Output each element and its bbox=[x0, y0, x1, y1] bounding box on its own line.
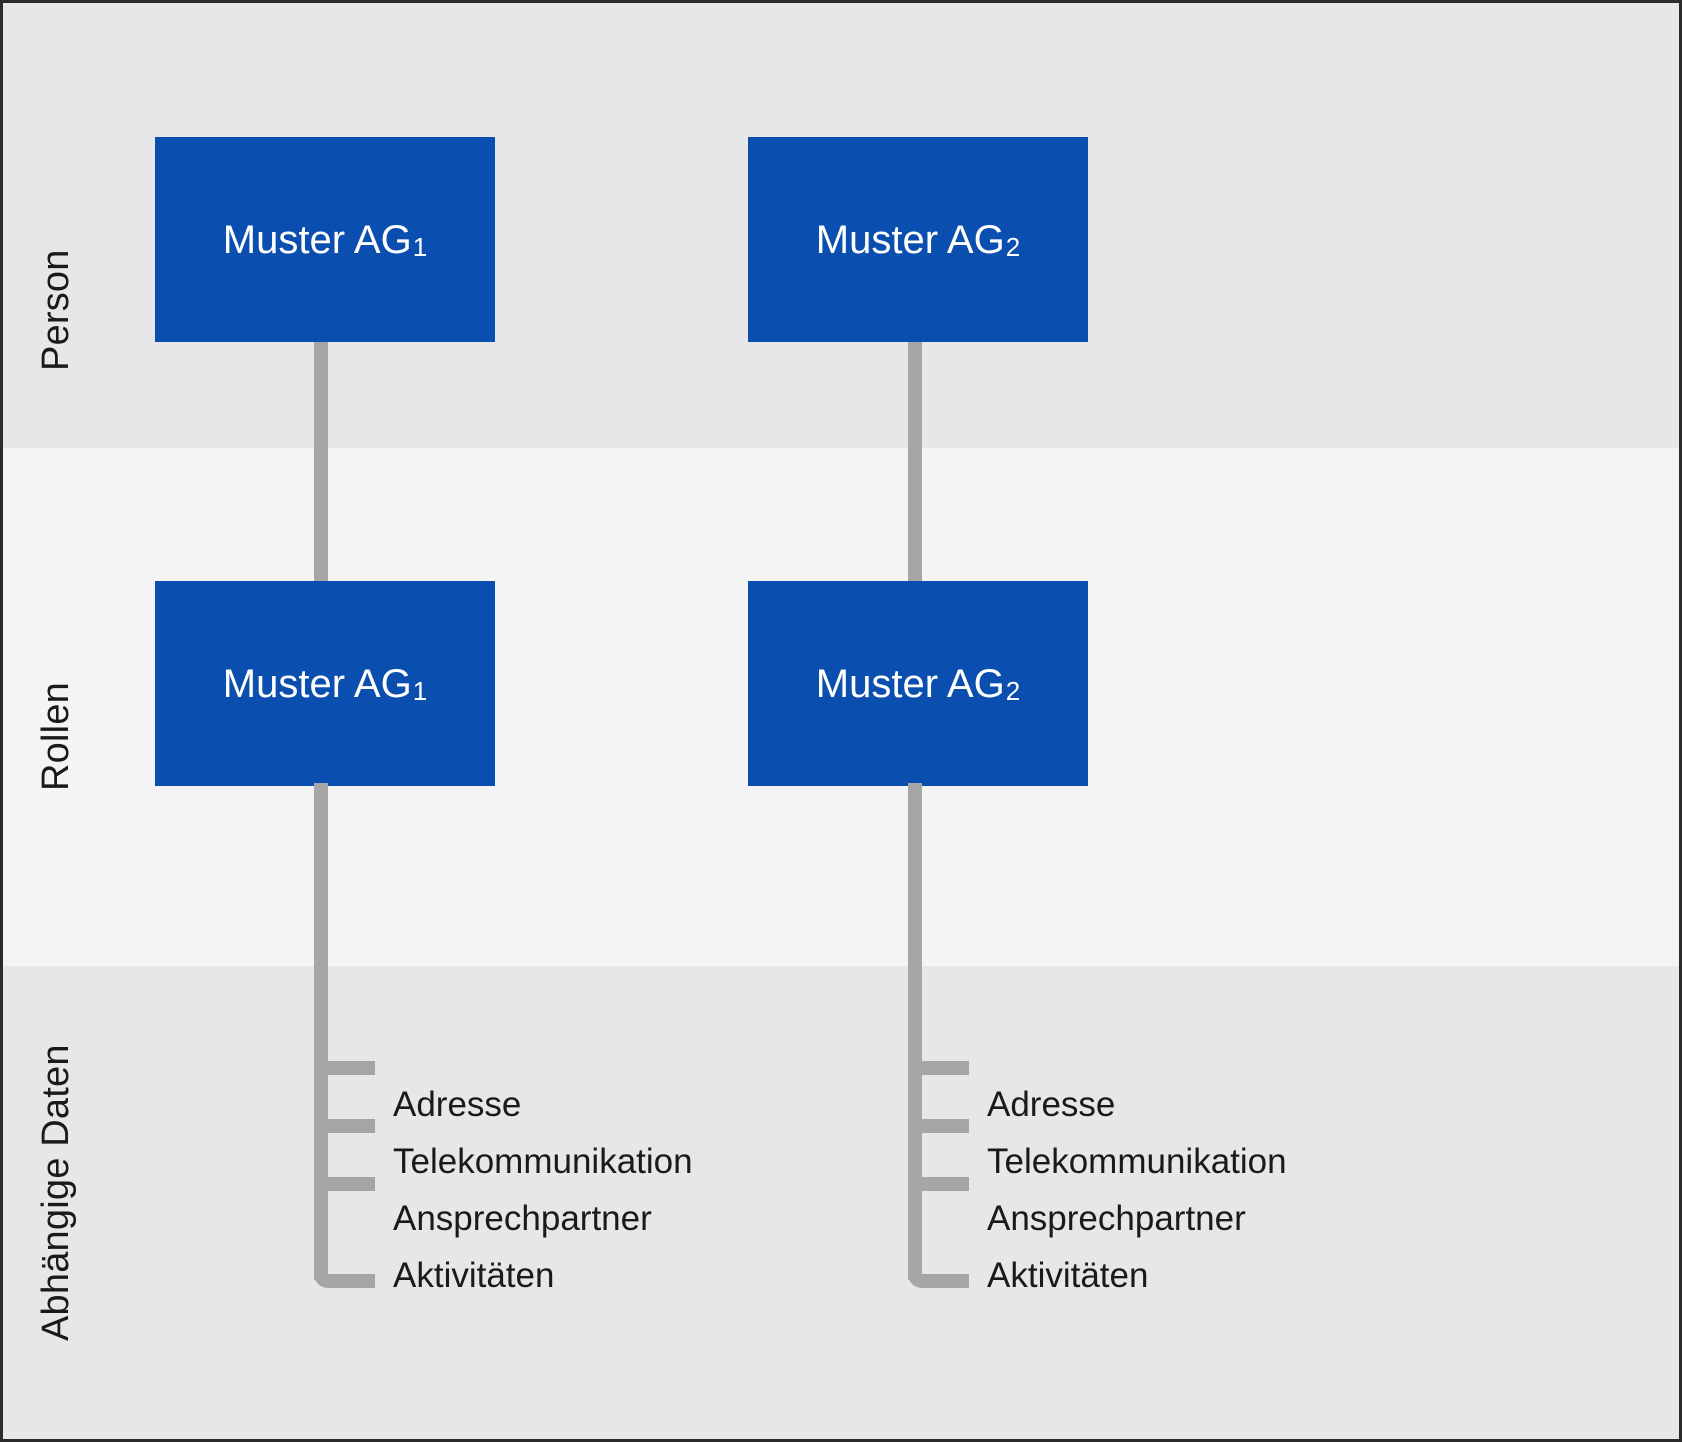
tree-branch-col-1-1 bbox=[314, 1061, 375, 1077]
list-item[interactable]: Telekommunikation bbox=[393, 1142, 693, 1181]
person-node-col-1-index: 1 bbox=[412, 231, 428, 262]
person-node-col-1-label: Muster AG bbox=[222, 217, 412, 262]
list-item[interactable]: Ansprechpartner bbox=[393, 1199, 652, 1238]
dependent-data-list-col-2: Adresse Telekommunikation Ansprechpartne… bbox=[987, 1076, 1287, 1304]
list-item[interactable]: Aktivitäten bbox=[987, 1256, 1149, 1295]
row-label-person: Person bbox=[35, 249, 77, 371]
connector-person-to-rollen-col-2 bbox=[908, 339, 922, 585]
list-item[interactable]: Adresse bbox=[987, 1085, 1116, 1124]
list-item[interactable]: Adresse bbox=[393, 1085, 522, 1124]
tree-connector-col-1 bbox=[314, 783, 375, 1288]
row-label-rollen: Rollen bbox=[35, 682, 77, 791]
tree-connector-col-2 bbox=[908, 783, 969, 1288]
tree-branch-col-2-2 bbox=[908, 1119, 969, 1135]
tree-branch-col-2-4 bbox=[908, 1272, 969, 1288]
tree-branch-col-1-3 bbox=[314, 1177, 375, 1193]
list-item[interactable]: Telekommunikation bbox=[987, 1142, 1287, 1181]
dependent-data-list-col-1: Adresse Telekommunikation Ansprechpartne… bbox=[393, 1076, 693, 1304]
tree-branch-col-2-3 bbox=[908, 1177, 969, 1193]
tree-branch-col-2-1 bbox=[908, 1061, 969, 1077]
person-node-col-2-index: 2 bbox=[1005, 231, 1021, 262]
rollen-node-col-1-label: Muster AG bbox=[222, 661, 412, 706]
list-item[interactable]: Aktivitäten bbox=[393, 1256, 555, 1295]
connector-person-to-rollen-col-1 bbox=[314, 339, 328, 585]
rollen-node-col-1-index: 1 bbox=[412, 675, 428, 706]
tree-branch-col-1-2 bbox=[314, 1119, 375, 1135]
list-item[interactable]: Ansprechpartner bbox=[987, 1199, 1246, 1238]
person-node-col-2-label: Muster AG bbox=[815, 217, 1005, 262]
rollen-node-col-2-index: 2 bbox=[1005, 675, 1021, 706]
band-abhaengige-daten bbox=[3, 966, 1679, 1439]
row-label-abhaengige-daten: Abhängige Daten bbox=[35, 1044, 77, 1341]
rollen-node-col-2-label: Muster AG bbox=[815, 661, 1005, 706]
tree-branch-col-1-4 bbox=[314, 1272, 375, 1288]
